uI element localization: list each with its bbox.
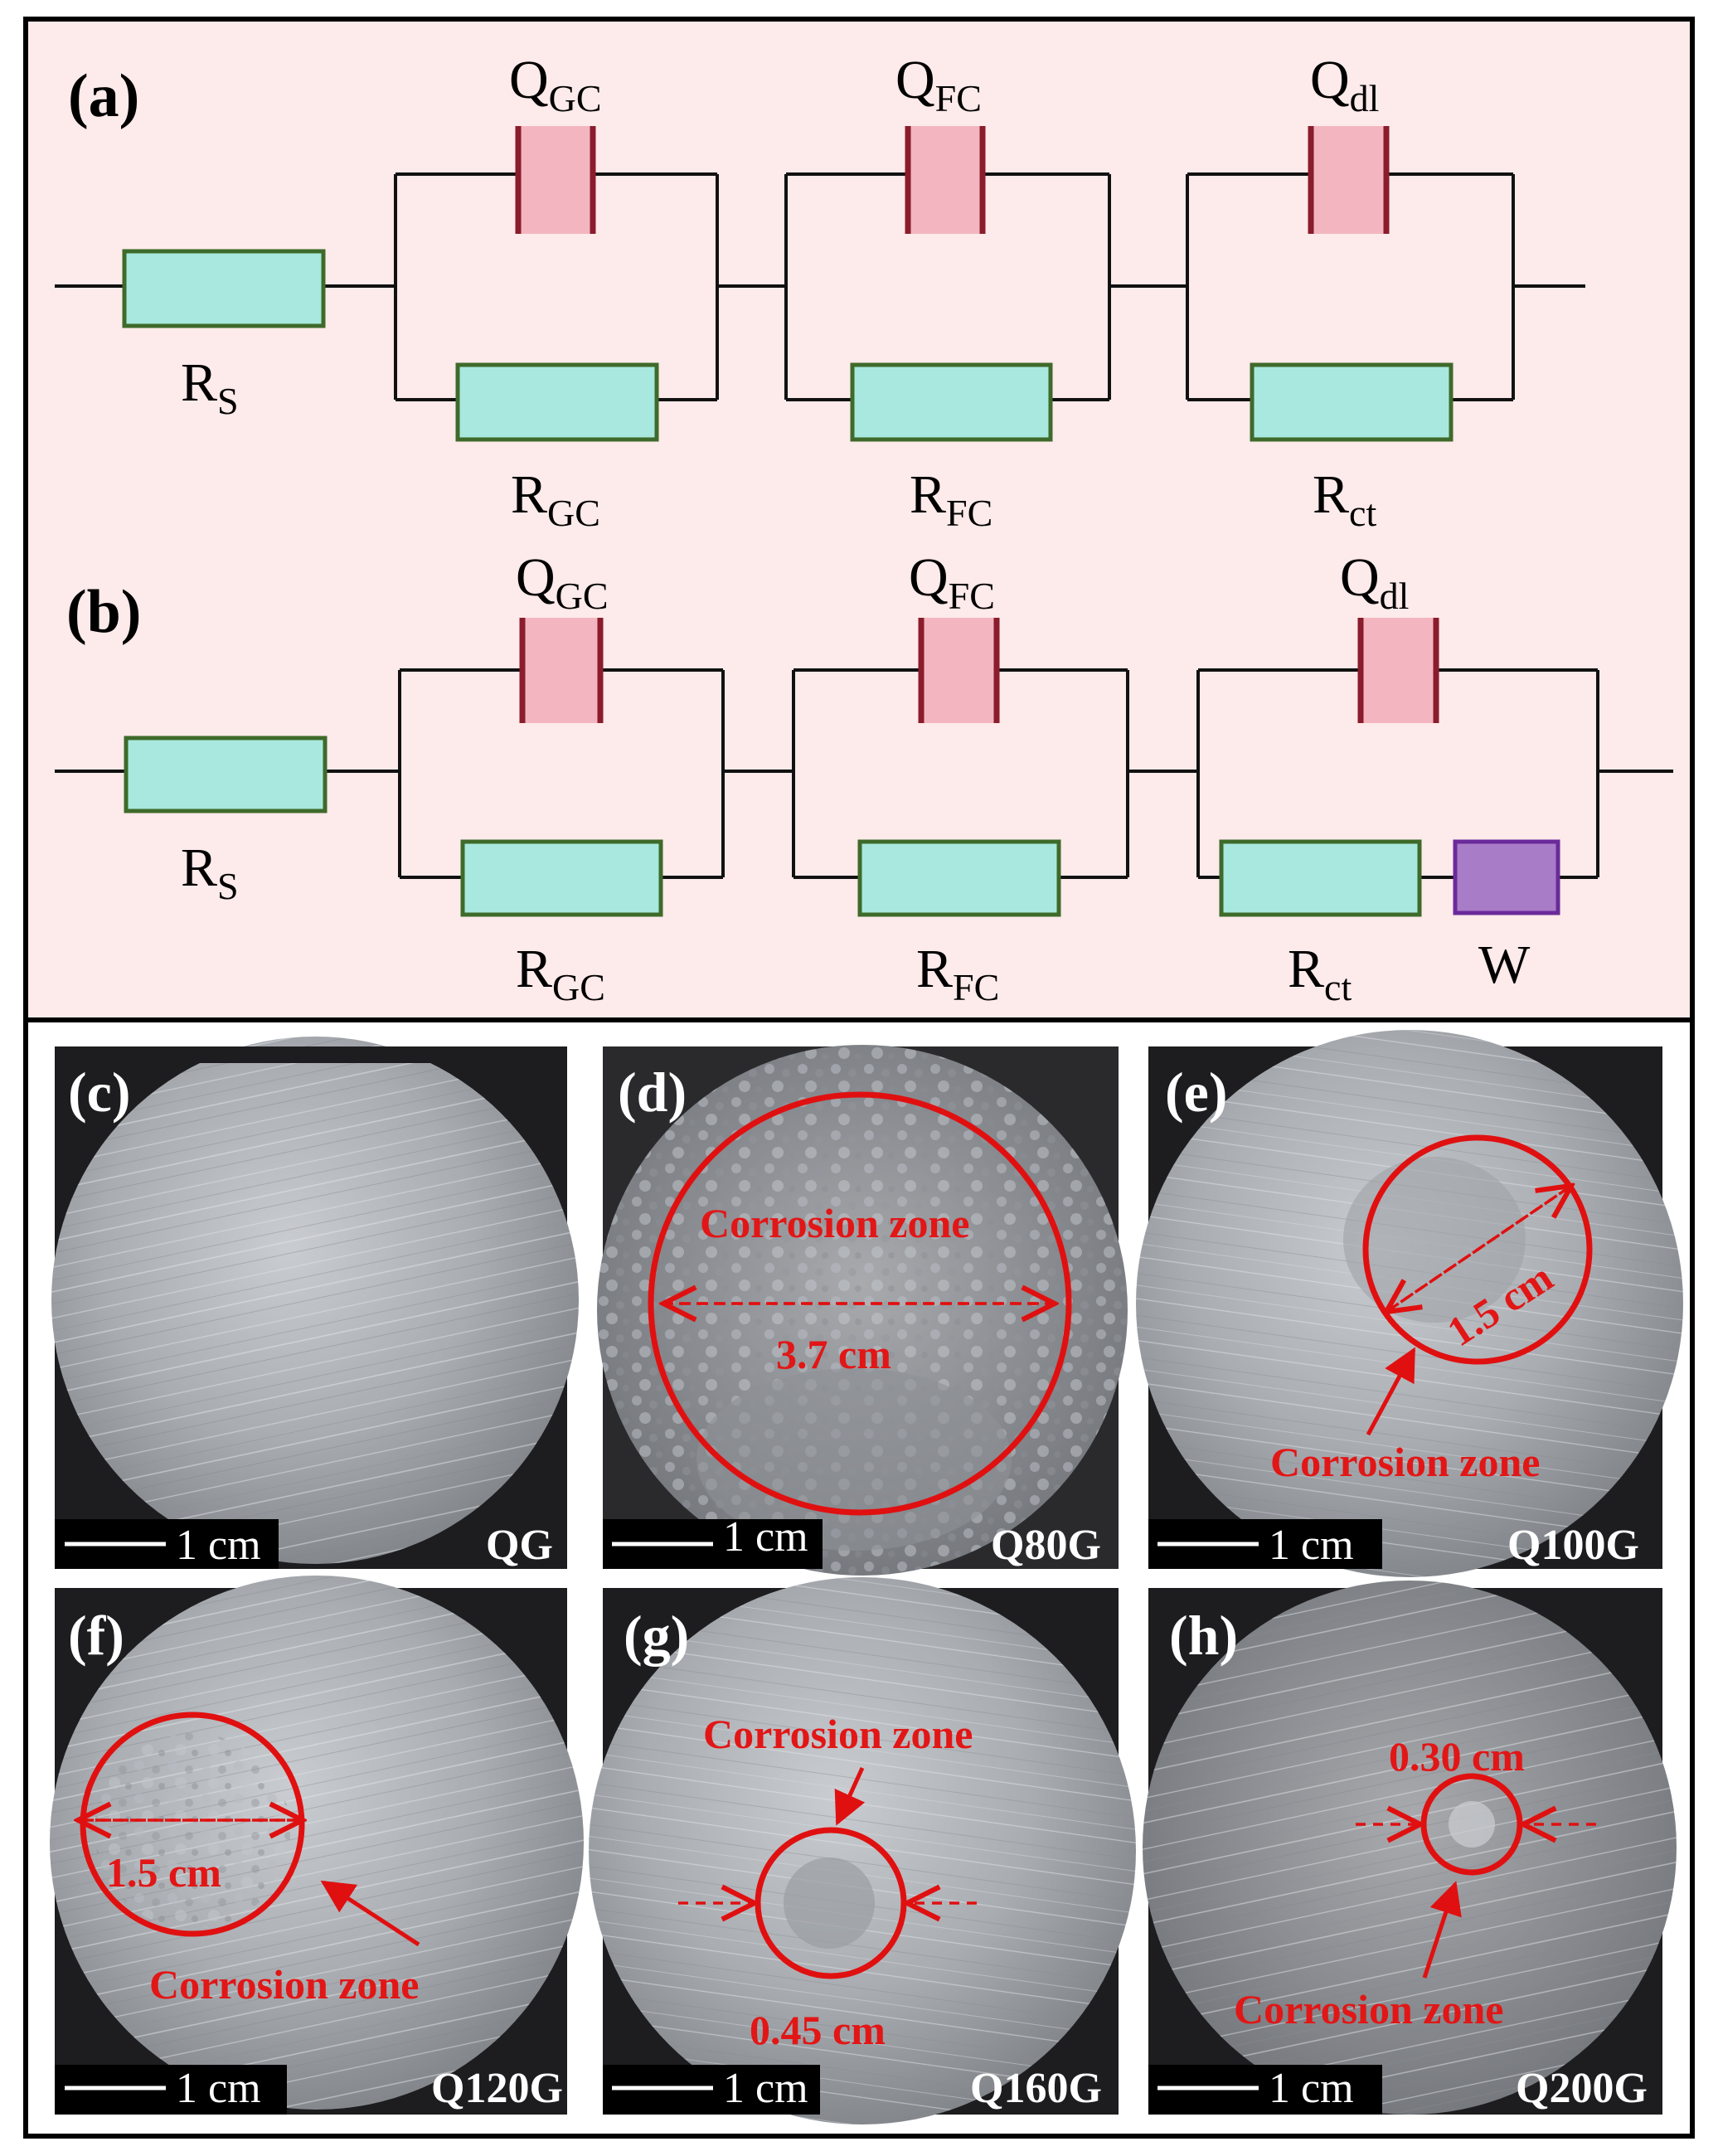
resistor-rct [1219, 839, 1422, 917]
zone-arrow [834, 1766, 866, 1826]
outer-frame [23, 17, 1695, 2139]
label-rfc: RFC [916, 939, 999, 1008]
zone-label: Corrosion zone [1270, 1439, 1540, 1485]
circuit-section: (a) RS QGC RGC QFC RFC Q [27, 21, 1691, 1020]
scale-label: 1 cm [1269, 1522, 1354, 1569]
photo-c: 1 cm (c) QG [51, 1037, 579, 1569]
label-qdl: Qdl [1310, 50, 1379, 119]
cpe-qdl [1308, 126, 1389, 234]
resistor-rfc [857, 839, 1061, 917]
label-rgc: RGC [511, 464, 600, 534]
cpe-qdl [1358, 618, 1439, 723]
cpe-qfc [919, 618, 999, 723]
photo-letter-f: (f) [68, 1604, 124, 1667]
size-label: 0.30 cm [1389, 1733, 1525, 1780]
photo-letter-c: (c) [68, 1061, 130, 1124]
photo-letter-h: (h) [1169, 1604, 1238, 1667]
sample-label: Q200G [1516, 2065, 1648, 2112]
sample-label: Q80G [991, 1522, 1101, 1569]
resistor-rgc [460, 839, 663, 917]
zone-arrow [320, 1880, 420, 1947]
zone-label: Corrosion zone [703, 1711, 973, 1757]
sample-label: Q120G [431, 2065, 563, 2112]
label-rct: Rct [1313, 464, 1376, 534]
circuit-b: (b) RS QGC RGC QFC RFC Qdl Rct W [55, 547, 1673, 1008]
label-qgc: QGC [509, 50, 602, 119]
photo-section: 1 cm (c) QG Corrosion zone 3.7 cm 1 cm (… [27, 1020, 1691, 2135]
resistor-rfc [850, 362, 1053, 442]
label-qgc: QGC [516, 547, 609, 617]
photo-letter-d: (d) [618, 1061, 687, 1124]
sample-label: QG [486, 1522, 553, 1569]
label-qfc: QFC [895, 50, 982, 119]
photo-h: 0.30 cm Corrosion zone 1 cm (h) Q200G [1143, 1581, 1677, 2115]
resistor-rct [1250, 362, 1454, 442]
corrosion-ring [1362, 1134, 1593, 1365]
label-qfc: QFC [909, 547, 995, 617]
photo-g: Corrosion zone 0.45 cm 1 cm (g) Q160G [589, 1577, 1136, 2124]
resistor-rgc [455, 362, 659, 442]
photo-e: 1.5 cm Corrosion zone 1 cm (e) Q100G [1136, 1030, 1683, 1577]
photo-letter-e: (e) [1165, 1061, 1227, 1124]
corrosion-ring [648, 1091, 1072, 1516]
scale-label: 1 cm [176, 1522, 261, 1569]
zone-arrow [1422, 1881, 1462, 1979]
label-rs: RS [181, 838, 239, 907]
panel-label-b: (b) [66, 578, 141, 646]
scale-label: 1 cm [723, 2065, 808, 2112]
label-rct: Rct [1288, 939, 1352, 1008]
cpe-qgc [520, 618, 603, 723]
cpe-qfc [905, 126, 985, 234]
size-label: 0.45 cm [750, 2007, 886, 2053]
resistor-rs [122, 249, 326, 328]
scale-label: 1 cm [176, 2065, 261, 2112]
wire [55, 668, 1673, 879]
circuit-a: (a) RS QGC RGC QFC RFC Q [55, 50, 1585, 534]
zone-label: Corrosion zone [1234, 1986, 1503, 2032]
photo-f: 1.5 cm Corrosion zone 1 cm (f) Q120G [50, 1576, 584, 2115]
wire [55, 172, 1585, 401]
zone-arrow [1366, 1347, 1416, 1436]
cpe-qgc [516, 126, 595, 234]
zone-label: Corrosion zone [700, 1200, 969, 1246]
scale-label: 1 cm [1269, 2065, 1354, 2112]
panel-label-a: (a) [68, 62, 139, 130]
zone-label: Corrosion zone [149, 1961, 419, 2008]
label-rs: RS [181, 352, 239, 422]
sample-label: Q160G [970, 2065, 1102, 2112]
size-label: 1.5 cm [106, 1849, 221, 1896]
scale-label: 1 cm [723, 1513, 808, 1561]
photo-d: Corrosion zone 3.7 cm 1 cm (d) Q80G [597, 1045, 1128, 1576]
photo-letter-g: (g) [624, 1604, 689, 1667]
label-rgc: RGC [516, 939, 605, 1008]
label-qdl: Qdl [1340, 547, 1409, 617]
label-rfc: RFC [910, 464, 992, 534]
resistor-rs [124, 736, 328, 813]
sample-label: Q100G [1507, 1522, 1639, 1569]
label-w: W [1478, 935, 1531, 995]
warburg-w [1453, 839, 1560, 915]
size-label: 3.7 cm [776, 1331, 891, 1377]
